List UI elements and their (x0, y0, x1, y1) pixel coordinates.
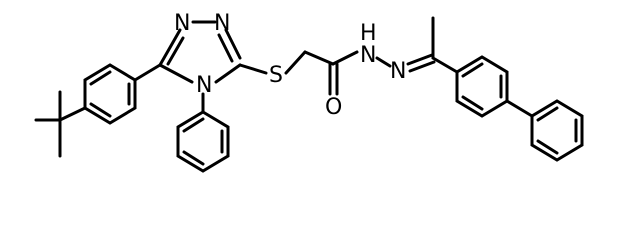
benzene-ring-bottom (176, 110, 230, 173)
atom-n-hydrazide: N (360, 43, 376, 68)
bond-c3-n2 (158, 28, 182, 67)
bond-s-ch2 (284, 50, 307, 75)
bond-n4-c3 (158, 63, 194, 84)
atom-n-imine: N (390, 59, 406, 84)
bond-inner (166, 36, 185, 66)
atom-sulfur: S (269, 63, 283, 88)
bond-inner (217, 33, 234, 63)
bond-inner (461, 95, 484, 111)
bond-inner (536, 139, 559, 155)
bond-inner (89, 102, 112, 118)
bond-inner (536, 106, 559, 122)
bond-co-nh (331, 50, 359, 66)
bond (58, 106, 87, 122)
atom-n-triazole-2: N (214, 11, 230, 36)
bond-inner (89, 70, 112, 86)
bond-n-c-double (408, 60, 436, 73)
atom-h-hydrazide: H (360, 21, 377, 46)
benzene-ring-biphenyl-2 (530, 99, 584, 162)
bond-biaryl (505, 99, 534, 118)
bond (133, 63, 162, 82)
chemical-structure: N N N S H N N O (34, 11, 584, 173)
bond-n-c (406, 53, 434, 66)
bond-nh-n (375, 56, 392, 68)
bonds (34, 16, 584, 173)
bond-inner (182, 150, 205, 166)
atom-labels: N N N S H N N O (174, 11, 406, 120)
atom-n-triazole-1: N (174, 11, 190, 36)
bond-c5-n4 (214, 63, 242, 84)
bond-c5-s (238, 63, 268, 75)
atom-n-triazole-4: N (196, 73, 212, 98)
structure-drawing: N N N S H N N O (34, 11, 584, 173)
atom-oxygen: O (325, 95, 342, 120)
bond-inner (182, 117, 205, 133)
bond-ch2-co (303, 50, 335, 66)
bond-n1-c5 (224, 28, 242, 60)
bond-inner (461, 62, 484, 78)
bond (431, 56, 459, 74)
